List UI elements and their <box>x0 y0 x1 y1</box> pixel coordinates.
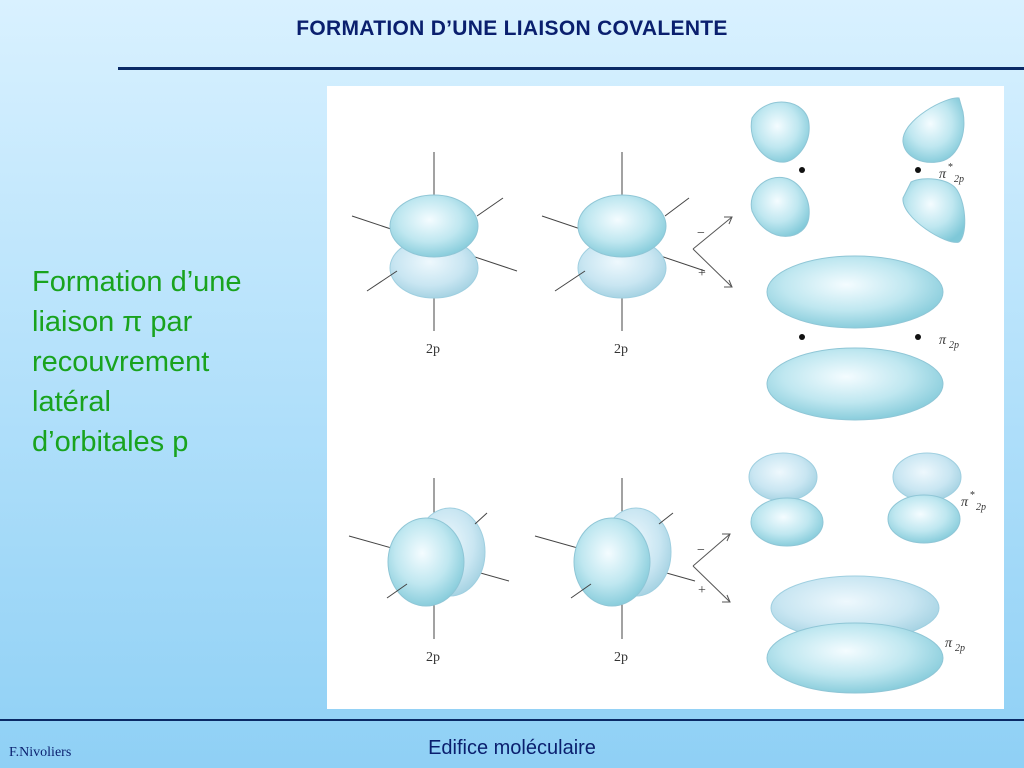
lead-line-1: Formation d’une <box>32 266 242 298</box>
p-orbital-1-top-row: 2p <box>351 152 518 357</box>
pi-star-orbital-bottom <box>748 452 962 547</box>
combination-arrows-bottom <box>692 533 731 603</box>
orbital-diagram: 2p 2p − + π * 2p <box>348 97 986 694</box>
phase-minus-top: − <box>697 226 705 241</box>
lead-line-4: latéral <box>32 386 111 418</box>
p-orbital-2-top-row: 2p <box>541 152 706 357</box>
lead-line-2: liaison π par <box>32 306 193 338</box>
orbital-label-2p: 2p <box>426 342 440 357</box>
phase-minus-bottom: − <box>697 543 705 558</box>
svg-text:2p: 2p <box>976 502 986 513</box>
orbital-label-2p: 2p <box>614 650 628 665</box>
svg-text:π: π <box>961 495 969 510</box>
page-title: FORMATION D’UNE LIAISON COVALENTE <box>296 17 728 40</box>
lead-line-5: d’orbitales p <box>32 426 189 458</box>
svg-text:2p: 2p <box>954 174 964 185</box>
pi-bonding-orbital-bottom <box>766 575 944 694</box>
phase-plus-bottom: + <box>698 583 706 598</box>
pi-star-2p-label-bottom: π * 2p <box>961 490 986 513</box>
svg-text:π: π <box>945 636 953 651</box>
lead-line-3: recouvrement <box>32 346 210 378</box>
pi-star-2p-label-top: π * 2p <box>939 162 964 185</box>
svg-text:*: * <box>948 162 953 173</box>
svg-text:π: π <box>939 167 947 182</box>
orbital-label-2p: 2p <box>614 342 628 357</box>
combination-arrows-top <box>692 216 733 288</box>
pi-2p-label-top: π 2p <box>939 333 959 351</box>
orbital-diagram-panel: 2p 2p − + π * 2p <box>327 86 1004 709</box>
svg-text:2p: 2p <box>949 340 959 351</box>
footer-divider <box>0 719 1024 721</box>
orbital-label-2p: 2p <box>426 650 440 665</box>
pi-star-orbital-top <box>750 97 966 243</box>
lead-text: Formation d’une liaison π par recouvreme… <box>32 262 312 462</box>
p-orbital-2-bottom-row: 2p <box>534 478 696 665</box>
title-divider <box>118 67 1024 70</box>
pi-2p-label-bottom: π 2p <box>945 636 965 654</box>
svg-text:2p: 2p <box>955 643 965 654</box>
pi-bonding-orbital-top <box>766 255 944 421</box>
svg-text:π: π <box>939 333 947 348</box>
svg-text:*: * <box>970 490 975 501</box>
phase-plus-top: + <box>698 266 706 281</box>
footer-author: F.Nivoliers <box>9 745 72 760</box>
footer-title: Edifice moléculaire <box>428 737 596 759</box>
p-orbital-1-bottom-row: 2p <box>348 478 510 665</box>
